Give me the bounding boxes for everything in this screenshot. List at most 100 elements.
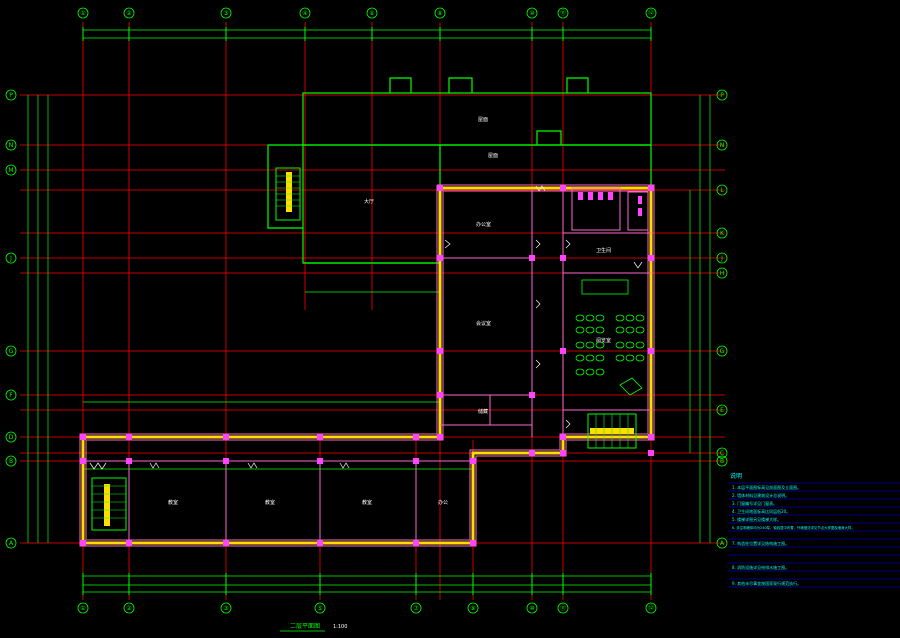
axis-bubble-right: G [720,348,725,355]
axis-bubble-bottom: ① [80,605,85,612]
axis-bubble-right-circle [716,227,728,239]
upper-stair [275,167,301,221]
axis-bubble-left: P [9,92,13,99]
reading-room-furniture [575,279,645,396]
axis-bubble-top-circle [434,7,446,19]
axis-bubble-right-circle [716,184,728,196]
axis-bubble-right-circle [716,89,728,101]
room-office-end: 办公 [438,499,448,506]
note-item: 8. 消防设施详见给排水施工图。 [732,564,789,570]
axis-bubble-right-circle [716,537,728,549]
axis-bubble-bottom: ② [126,605,132,612]
axis-bubble-bottom-circle [645,602,657,614]
axis-bubble-bottom-circle [526,602,538,614]
right-stair [587,413,637,449]
axis-bubble-left-circle [5,252,17,264]
axis-bubble-bottom: ⑤ [317,605,322,612]
axis-bubble-bottom: ⑩ [529,605,534,612]
axis-bubble-bottom-circle [557,602,569,614]
room-hall-left: 大厅 [364,198,374,205]
axis-bubble-bottom-circle [220,602,232,614]
axis-bubble-top-circle [366,7,378,19]
axis-bubble-left-circle [5,389,17,401]
door-markers [89,185,643,470]
axis-bubble-left-circle [5,537,17,549]
axis-bubble-top-circle [299,7,311,19]
axis-bubble-right: L [720,187,724,194]
axis-bubble-right: H [720,270,725,277]
axis-bubble-right: C [720,450,724,457]
axis-bubble-left-circle [5,455,17,467]
room-toilet: 卫生间 [596,247,611,254]
axis-bubble-top: ⑧ [437,10,442,17]
dimension-ticks [82,27,652,595]
dimension-lines [27,29,711,593]
axis-bubble-right: A [720,540,725,547]
axis-bubble-left: B [9,458,13,465]
axis-bubble-left-circle [5,139,17,151]
room-classroom-3: 教室 [362,499,372,506]
axis-bubble-top: ⑥ [369,10,374,17]
axis-bubble-right-circle [716,447,728,459]
axis-bubble-right: B [720,458,724,465]
room-classroom-2: 教室 [265,499,275,506]
axis-bubble-left: N [9,142,14,149]
left-stair [91,477,127,531]
axis-bubble-top-circle [123,7,135,19]
note-item: 4. 卫生间地面标高比同层低20。 [732,508,790,514]
axis-bubble-left: A [9,540,14,547]
axis-bubble-left-circle [5,164,17,176]
axis-bubble-bottom: ⑨ [470,605,475,612]
axis-bubble-right-circle [716,267,728,279]
room-roof-upper: 屋面 [478,117,488,123]
axis-bubble-bottom-circle [467,602,479,614]
axis-bubble-top: ⑫ [648,9,654,17]
axis-bubble-top-circle [557,7,569,19]
axis-bubble-top: ⑪ [560,9,566,17]
room-classroom-1: 教室 [168,499,178,506]
drawing-title: 二层平面图 [290,623,320,630]
axis-bubble-bottom: ⑪ [560,604,566,612]
notes-panel: 说明 1. 本层平面图标高见剖面图及立面图。 2. 墙体材料见建筑设计总说明。 … [728,472,900,588]
axis-bubble-right-circle [716,252,728,264]
axis-bubble-bottom-circle [314,602,326,614]
axis-bubble-top: ① [80,10,85,17]
axis-bubble-bottom-circle [77,602,89,614]
axis-bubble-top-circle [77,7,89,19]
axis-bubble-top-circle [645,7,657,19]
note-item: 1. 本层平面图标高见剖面图及立面图。 [732,484,801,490]
axis-bubble-top: ④ [302,10,307,17]
axis-bubble-right: N [720,142,725,149]
note-item: 2. 墙体材料见建筑设计总说明。 [732,492,789,498]
axis-bubble-bottom: ⑦ [413,605,419,612]
note-item: 6. 未注明墙体均为240厚，轴线居中布置，外墙做法详见节点大样图及墙身大样。 [732,525,855,530]
axis-bubble-right: E [720,407,724,414]
room-reading: 阅览室 [596,337,611,344]
room-roof-lower: 屋面 [488,153,498,159]
axis-bubble-top-circle [526,7,538,19]
axis-bubble-left-circle [5,431,17,443]
axis-bubble-right-circle [716,345,728,357]
axis-bubble-right: P [720,92,724,99]
axis-bubble-left: J [9,255,12,262]
room-office-mid: 会议室 [476,320,491,327]
drawing-scale: 1:100 [333,624,347,630]
axis-bubble-bottom-circle [123,602,135,614]
axis-bubble-top: ② [126,10,132,17]
axis-bubble-right: J [720,255,723,262]
axis-bubble-left-circle [5,345,17,357]
axis-bubble-top: ⑩ [529,10,534,17]
room-office-top: 办公室 [476,221,491,228]
axis-bubble-bottom: ③ [223,605,228,612]
roof-outline [267,77,652,264]
axis-bubble-right-circle [716,455,728,467]
axis-bubble-left: F [9,392,13,399]
axis-bubble-left-circle [5,89,17,101]
axis-bubble-right-circle [716,139,728,151]
axis-bubble-top: ③ [223,10,228,17]
note-item: 7. 构造柱位置详见结构施工图。 [732,540,789,546]
axis-bubble-left: M [8,167,13,174]
note-item: 9. 其他未尽事宜按国家现行规范执行。 [732,580,801,586]
